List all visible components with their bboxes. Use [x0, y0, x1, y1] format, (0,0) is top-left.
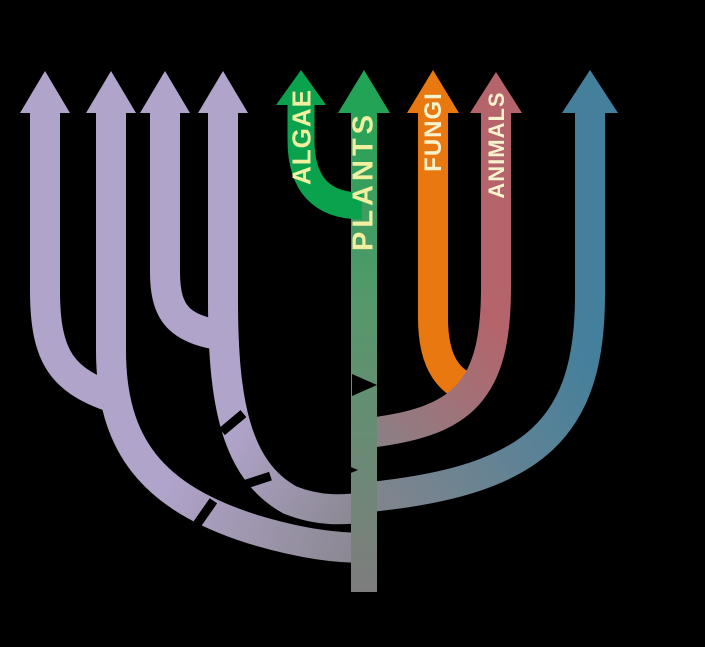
- purple-arrowhead-2: [86, 71, 136, 113]
- blue-arrowhead: [562, 70, 618, 113]
- animals-branch: [366, 111, 511, 448]
- purple-arrowhead-1: [20, 71, 70, 113]
- plants-trunk: [351, 106, 377, 592]
- purple-arrowhead-4: [198, 71, 248, 113]
- fungi-arrowhead: [407, 70, 459, 113]
- algae-branch: [287, 103, 363, 220]
- purple-branch-2-merged-line: [96, 111, 367, 563]
- purple-arrowhead-3: [140, 71, 190, 113]
- hash-mark-2: [242, 471, 272, 490]
- hash-mark-1: [219, 410, 247, 436]
- plants-arrowhead: [338, 70, 390, 113]
- algae-arrowhead: [276, 70, 326, 105]
- event-marker-triangle-1: [352, 374, 377, 396]
- fungi-branch: [418, 111, 484, 406]
- hash-mark-3: [193, 498, 218, 527]
- event-marker-triangle-2: [334, 460, 358, 480]
- animals-arrowhead: [470, 72, 522, 113]
- blue-branch: [368, 111, 605, 512]
